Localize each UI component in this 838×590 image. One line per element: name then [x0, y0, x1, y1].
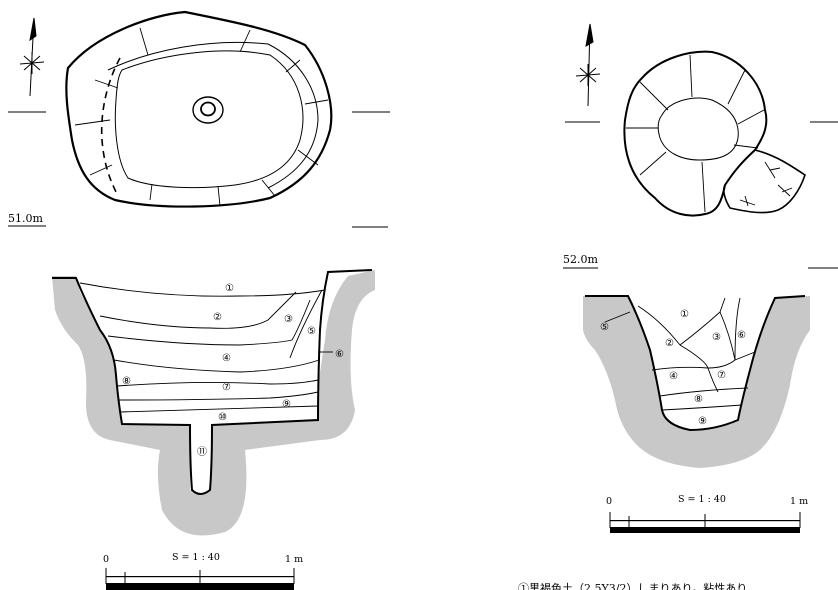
right-layer-label-9: ⑨ — [698, 416, 707, 427]
right-section-pit-fill — [628, 296, 775, 430]
left-layer-label-11: ⑪ — [197, 446, 207, 458]
left-scale-bar: 0 S = 1 : 40 1 m — [103, 552, 303, 590]
left-layer-label-9: ⑨ — [282, 399, 291, 410]
right-layer-label-2: ② — [665, 338, 674, 349]
layer-description-note: ①黒褐色土（2.5Y3/2）しまりあり。粘性あり — [518, 581, 747, 590]
right-scale-end: 1 m — [790, 496, 808, 507]
right-section-pit-outline — [585, 295, 806, 432]
left-plan-post-hole-inner — [200, 101, 216, 117]
left-section-pit-outline — [52, 269, 373, 495]
left-layer-label-5: ⑤ — [307, 326, 316, 337]
left-plan-dashed-edge — [100, 57, 121, 197]
left-section-pit-fill — [76, 272, 328, 494]
left-layer-label-4: ④ — [222, 353, 231, 364]
right-scale-bar: 0 S = 1 : 40 1 m — [606, 494, 808, 533]
left-scale-ratio: S = 1 : 40 — [172, 552, 220, 563]
right-layer-label-1: ① — [680, 309, 689, 320]
left-plan-inner-outline — [114, 50, 304, 189]
north-arrow-icon — [575, 23, 601, 107]
left-section-surround-fill — [52, 270, 375, 536]
right-section-level-lines — [563, 121, 838, 269]
right-layer-label-8: ⑧ — [694, 394, 703, 405]
right-plan-view — [623, 50, 806, 217]
left-plan-view — [65, 10, 333, 208]
right-plan-inner-outline — [657, 97, 739, 161]
right-section-view: ① ② ③ ④ ⑤ ⑥ ⑦ ⑧ ⑨ — [583, 295, 810, 468]
right-figure: 52.0m ① ② ③ ④ ⑤ ⑥ ⑦ — [518, 23, 838, 590]
right-section-surround-fill — [583, 296, 810, 468]
slope-hachure-icon — [739, 161, 793, 207]
right-scale-ratio: S = 1 : 40 — [678, 494, 726, 505]
right-layer-label-3: ③ — [712, 332, 721, 343]
right-layer-label-5: ⑤ — [600, 322, 609, 333]
left-plan-step-line — [107, 41, 319, 189]
left-section-layer-lines — [79, 282, 326, 413]
left-layer-label-10: ⑩ — [218, 412, 227, 423]
left-section-level-lines — [8, 111, 390, 228]
left-figure: 51.0m ① ② ③ ④ ⑤ ⑥ ⑦ ⑧ ⑨ — [8, 10, 390, 590]
left-plan-outer-outline — [65, 10, 333, 208]
left-layer-label-3: ③ — [284, 314, 293, 325]
right-layer-label-7: ⑦ — [717, 370, 726, 381]
right-layer-label-4: ④ — [669, 371, 678, 382]
left-plan-post-hole-outer — [192, 96, 224, 124]
left-layer-label-1: ① — [225, 283, 234, 294]
left-elevation-label: 51.0m — [8, 212, 43, 225]
right-plan-extension — [723, 149, 806, 214]
left-layer-label-2: ② — [213, 312, 222, 323]
right-section-layer-lines — [604, 297, 756, 411]
right-layer-label-6: ⑥ — [737, 330, 746, 341]
left-layer-label-6: ⑥ — [335, 349, 344, 360]
left-scale-zero: 0 — [103, 554, 109, 565]
right-elevation-label: 52.0m — [563, 253, 598, 266]
left-layer-label-7: ⑦ — [222, 382, 231, 393]
right-scale-zero: 0 — [606, 496, 612, 507]
right-plan-outline — [623, 50, 768, 217]
left-scale-end: 1 m — [285, 554, 303, 565]
left-section-view: ① ② ③ ④ ⑤ ⑥ ⑦ ⑧ ⑨ ⑩ ⑪ — [52, 269, 375, 536]
north-arrow-icon — [19, 17, 45, 97]
left-layer-label-8: ⑧ — [122, 376, 131, 387]
